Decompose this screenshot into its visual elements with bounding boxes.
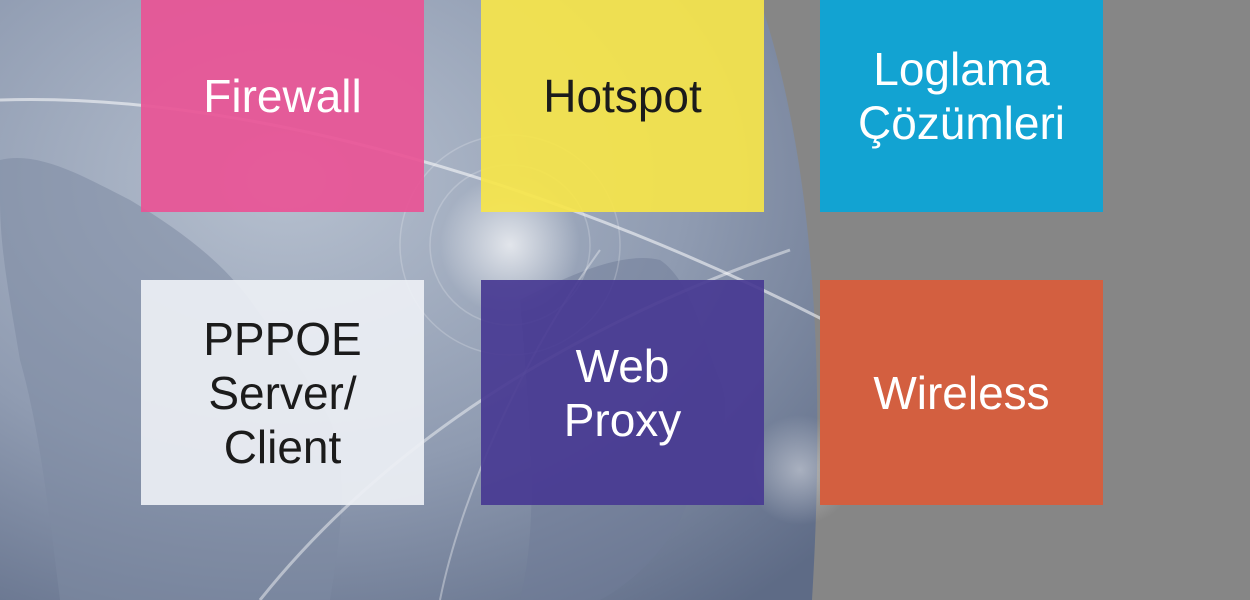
tile-label-line: Firewall [203, 70, 362, 122]
tile-label: Hotspot [543, 69, 702, 123]
tile-hotspot[interactable]: Hotspot [481, 0, 764, 212]
tile-label-line: Çözümleri [857, 97, 1066, 149]
tile-label-line: Client [223, 420, 342, 473]
tile-label-line: Proxy [563, 393, 682, 446]
tile-label-line: Hotspot [543, 70, 702, 122]
tile-label-line: PPPOE [203, 312, 362, 365]
tile-label-line: Web [575, 339, 670, 392]
tile-label-line: Server/ [208, 366, 357, 419]
tile-label: Firewall [203, 69, 361, 123]
tile-wireless[interactable]: Wireless [820, 280, 1103, 505]
tile-label-line: Wireless [873, 366, 1050, 419]
tile-label: Wireless [873, 366, 1049, 420]
tile-firewall[interactable]: Firewall [141, 0, 424, 212]
tile-label-line: Loglama [873, 43, 1050, 95]
